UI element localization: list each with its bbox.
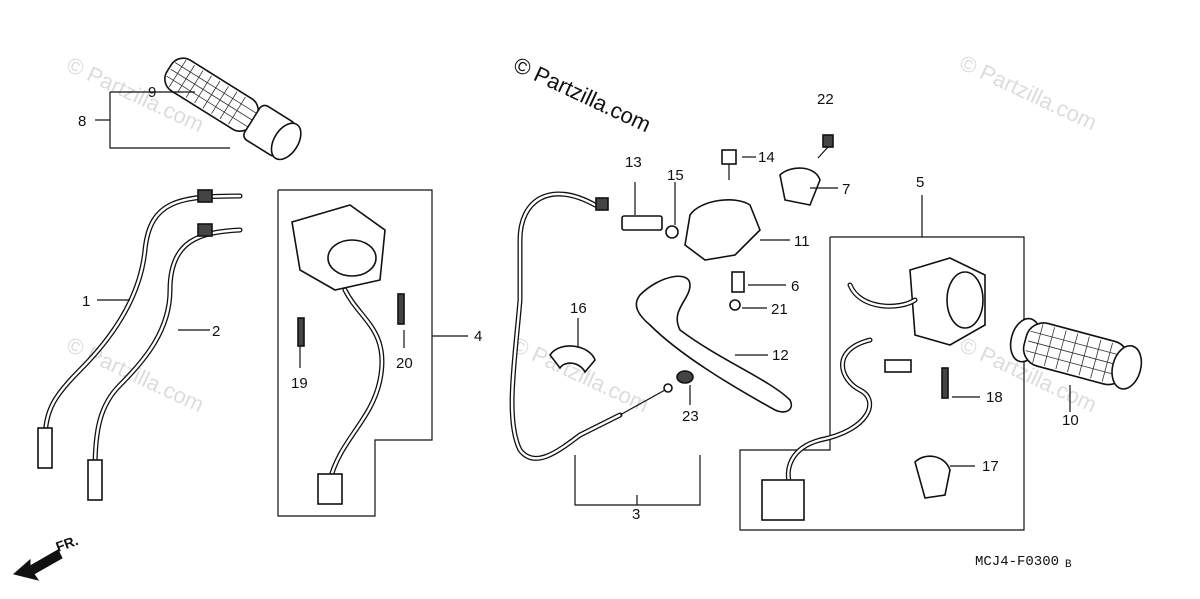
- label-21: 21: [771, 301, 788, 318]
- front-arrow: FR.: [12, 532, 81, 581]
- label-23: 23: [682, 408, 699, 425]
- label-11: 11: [794, 233, 810, 250]
- label-10: 10: [1062, 412, 1079, 429]
- nut-23: [676, 370, 694, 384]
- grip-right: [1009, 317, 1143, 390]
- label-9: 9: [148, 84, 156, 101]
- clutch-cable: [509, 191, 673, 461]
- right-switch-housing: [761, 257, 986, 521]
- label-22: 22: [817, 91, 834, 108]
- diagram-code: MCJ4-F0300: [975, 554, 1059, 570]
- label-8: 8: [78, 113, 86, 130]
- label-12: 12: [772, 347, 789, 364]
- clip-16: [549, 345, 596, 374]
- throttle-cables: [37, 189, 243, 501]
- label-5: 5: [916, 174, 924, 191]
- label-17: 17: [982, 458, 999, 475]
- grip-left: [164, 57, 302, 161]
- label-2: 2: [212, 323, 220, 340]
- front-label: FR.: [54, 532, 81, 555]
- left-switch-housing: [291, 204, 405, 505]
- part-labels: 1 2 3 4 5 6 7 8 9 10 11 12 13 14 15 16 1…: [78, 84, 1079, 523]
- front-arrow-icon: [12, 549, 63, 581]
- diagram-code-suffix: B: [1065, 559, 1072, 571]
- watermark-mid-center: © Partzilla.com: [508, 332, 653, 417]
- label-6: 6: [791, 278, 799, 295]
- watermark-top-right: © Partzilla.com: [956, 50, 1101, 135]
- lever-bracket: [621, 134, 838, 311]
- label-14: 14: [758, 149, 775, 166]
- label-7: 7: [842, 181, 850, 198]
- label-19: 19: [291, 375, 308, 392]
- clutch-lever: [635, 275, 793, 413]
- watermark-mid-left: © Partzilla.com: [63, 332, 208, 417]
- label-1: 1: [82, 293, 90, 310]
- label-3: 3: [632, 506, 640, 523]
- label-4: 4: [474, 328, 482, 345]
- label-15: 15: [667, 167, 684, 184]
- label-18: 18: [986, 389, 1003, 406]
- watermark-main: © Partzilla.com: [510, 52, 655, 137]
- label-13: 13: [625, 154, 642, 171]
- label-16: 16: [570, 300, 587, 317]
- label-20: 20: [396, 355, 413, 372]
